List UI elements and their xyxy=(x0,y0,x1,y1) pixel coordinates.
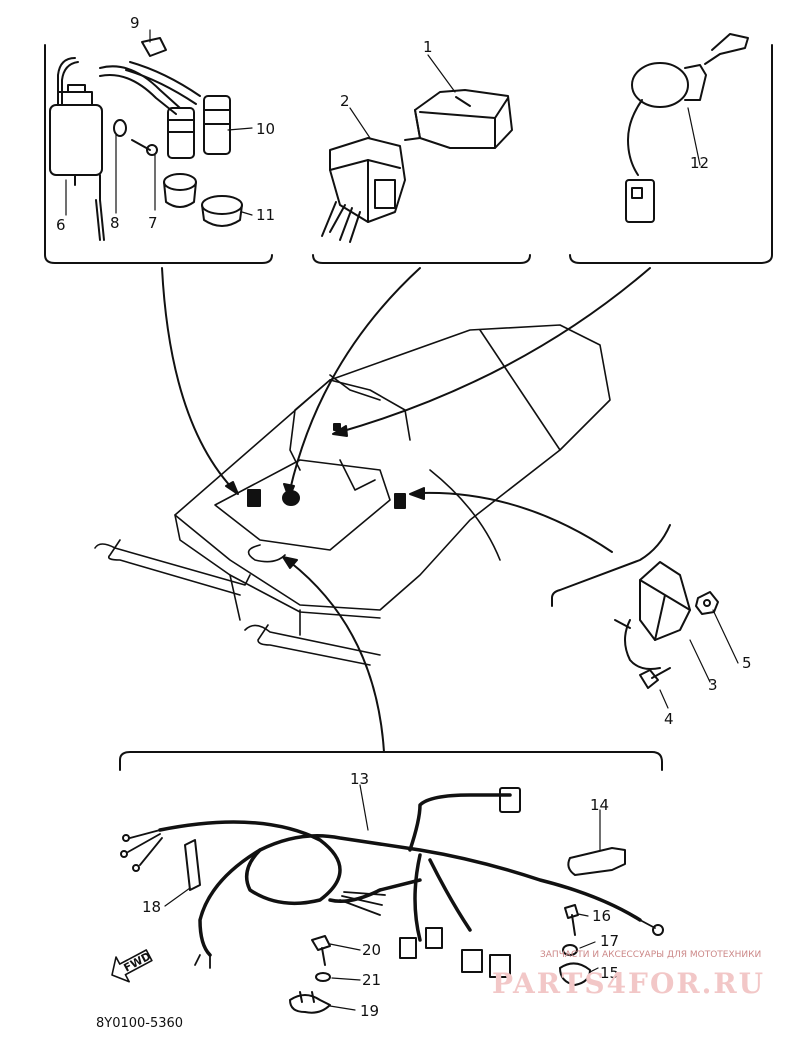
ignition-switch-part-12 xyxy=(625,33,749,223)
part-label-12: 12 xyxy=(690,154,709,172)
part-label-20: 20 xyxy=(362,941,381,959)
plug-leads-part-10 xyxy=(99,61,231,159)
part-number-labels: 1 2 3 4 5 6 7 8 9 10 11 12 13 14 15 16 1… xyxy=(56,14,752,1020)
part-label-3: 3 xyxy=(708,676,718,694)
part-label-14: 14 xyxy=(590,796,609,814)
part-label-5: 5 xyxy=(742,654,752,672)
part-label-21: 21 xyxy=(362,971,381,989)
part-label-9: 9 xyxy=(130,14,140,32)
bracket-part-2 xyxy=(321,137,406,243)
clamp-part-9 xyxy=(141,37,167,57)
part-label-17: 17 xyxy=(600,932,619,950)
part-label-15: 15 xyxy=(600,964,619,982)
part-label-10: 10 xyxy=(256,120,275,138)
clamp-part-15 xyxy=(559,962,591,986)
part-label-18: 18 xyxy=(142,898,161,916)
nut-part-5 xyxy=(695,591,719,615)
part-label-7: 7 xyxy=(148,214,158,232)
bolt-part-16 xyxy=(564,904,579,936)
drawing-code: 8Y0100-5360 xyxy=(96,1016,183,1031)
snowmobile-outline xyxy=(94,324,611,666)
part-label-16: 16 xyxy=(592,907,611,925)
part-label-2: 2 xyxy=(340,92,350,110)
watermark-tagline: ЗАПЧАСТИ И АКСЕССУАРЫ ДЛЯ МОТОТЕХНИКИ xyxy=(540,950,761,960)
part-label-19: 19 xyxy=(360,1002,379,1020)
leader-arrows xyxy=(161,267,651,753)
cdi-unit-part-1 xyxy=(404,89,513,149)
callout-bracket-middle xyxy=(312,254,531,264)
part-label-8: 8 xyxy=(110,214,120,232)
grommet-part-11 xyxy=(201,195,243,227)
fwd-label: FWD xyxy=(122,950,154,975)
clamp-part-19 xyxy=(289,991,331,1014)
washer-part-8 xyxy=(113,119,127,137)
nut-part-21 xyxy=(315,972,331,982)
callout-bracket-harness xyxy=(119,751,663,771)
callout-bracket-right xyxy=(569,44,773,264)
sleeve-part-14 xyxy=(567,847,626,876)
watermark-site: PARTS4FOR.RU xyxy=(492,967,765,1000)
ignition-coil-part-6 xyxy=(49,57,105,241)
part-label-4: 4 xyxy=(664,710,674,728)
label-leaders xyxy=(65,29,739,1011)
harness-connectors xyxy=(120,787,664,978)
bolt-part-4 xyxy=(639,667,671,689)
part-label-6: 6 xyxy=(56,216,66,234)
watermark: ЗАПЧАСТИ И АКСЕССУАРЫ ДЛЯ МОТОТЕХНИКИ PA… xyxy=(492,950,765,1000)
regulator-part-3 xyxy=(614,561,691,670)
component-markers xyxy=(247,423,406,509)
part-label-1: 1 xyxy=(423,38,433,56)
callout-bracket-regulator xyxy=(551,524,671,607)
grommet-part-7b xyxy=(163,173,197,208)
fwd-arrow: FWD xyxy=(111,949,154,983)
screw-part-7 xyxy=(131,139,158,156)
part-label-13: 13 xyxy=(350,770,369,788)
wire-harness-part-13 xyxy=(158,793,642,957)
bolt-part-20 xyxy=(311,935,331,966)
washer-part-17 xyxy=(562,944,578,956)
callout-bracket-left xyxy=(44,44,273,264)
band-part-18 xyxy=(184,839,201,891)
part-label-11: 11 xyxy=(256,206,275,224)
